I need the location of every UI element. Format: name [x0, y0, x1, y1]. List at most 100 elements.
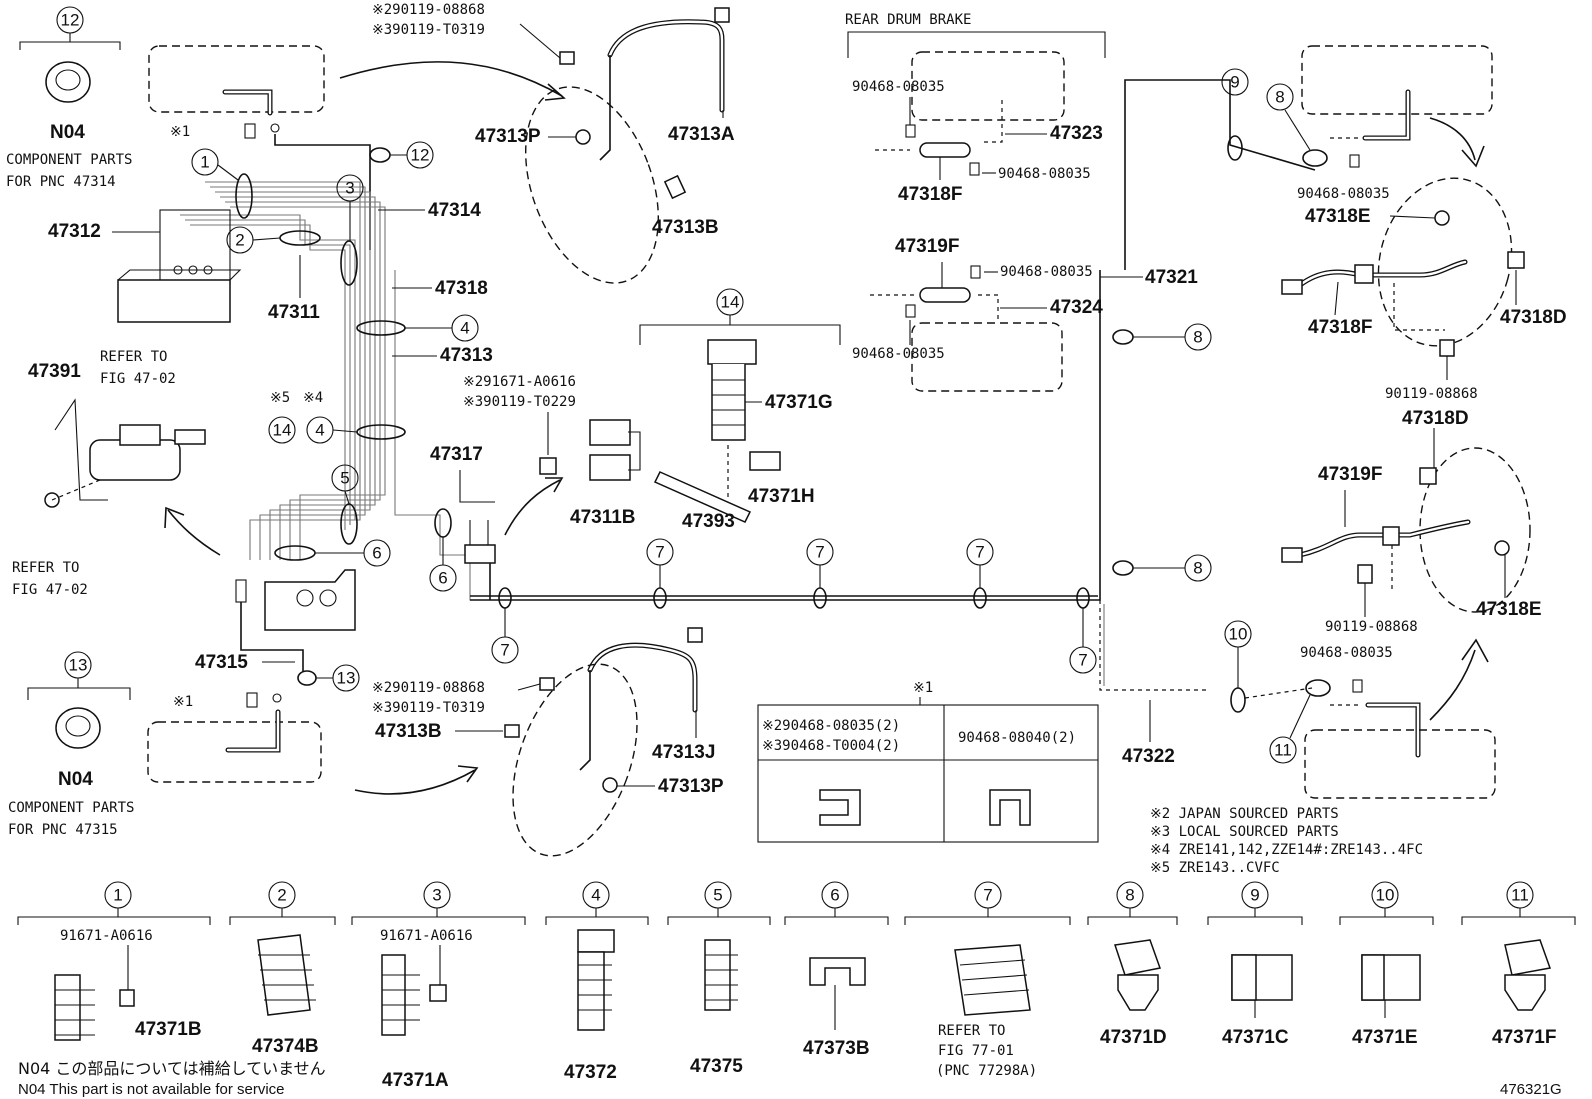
drum-bolt-1: 90468-08035 [852, 79, 945, 95]
callout-11-main: 11 [1274, 741, 1292, 760]
fig-47-02-a: FIG 47-02 [100, 371, 176, 387]
bolt-bottom-1: ※290119-08868 [372, 680, 485, 696]
part-47318: 47318 [435, 278, 488, 299]
notes-block: ※2 JAPAN SOURCED PARTS ※3 LOCAL SOURCED … [1150, 806, 1423, 876]
clip-47371G [707, 339, 757, 441]
part-47313B-b: 47313B [375, 721, 442, 742]
component-parts-bottom: COMPONENT PARTS [8, 800, 134, 816]
callout-7-sub: 7 [983, 886, 992, 905]
drum-bolt-4: 90468-08035 [852, 346, 945, 362]
callout-4-sub: 4 [591, 886, 600, 905]
arrow-top [339, 61, 563, 97]
callout-6-main: 6 [372, 544, 381, 563]
callout-12-main: 12 [411, 146, 430, 165]
note-line-3: ※4 ZRE141,142,ZZE14#:ZRE143..4FC [1150, 842, 1423, 858]
table-col1-line1: ※290468-08035(2) [762, 718, 900, 734]
subpart-7: 7 REFER TO FIG 77-01 (PNC 77298A) [904, 881, 1071, 1079]
part-47373B: 47373B [803, 1038, 870, 1059]
part-47324: 47324 [1050, 297, 1103, 318]
callout-4-variant: 4 [315, 421, 324, 440]
footnote-jp: N04 この部品については補給していません [18, 1059, 326, 1078]
pipe-47319F-drum [919, 287, 971, 303]
clip-47371H [727, 445, 781, 498]
part-47375: 47375 [690, 1056, 743, 1077]
callout-11-sub: 11 [1511, 886, 1529, 905]
footnote-en: N04 This part is not available for servi… [18, 1081, 285, 1098]
part-47314: 47314 [428, 200, 481, 221]
clip-47311B [589, 419, 641, 481]
bolt-bottom-2: ※390119-T0319 [372, 700, 485, 716]
part-47372: 47372 [564, 1062, 617, 1083]
table-col2: 90468-08040(2) [958, 730, 1076, 746]
part-47313: 47313 [440, 345, 493, 366]
part-47318D-a: 47318D [1500, 307, 1567, 328]
dashed-region-top-left [148, 45, 325, 113]
subpart-11: 11 47371F [1461, 881, 1576, 1048]
proportioning-valve [235, 569, 356, 672]
callout-12: 12 [61, 11, 80, 30]
part-47318F-a: 47318F [898, 184, 962, 205]
part-47313J: 47313J [652, 742, 715, 763]
callout-13-main: 13 [337, 669, 356, 688]
callout-2-sub: 2 [277, 886, 286, 905]
part-47317: 47317 [430, 444, 483, 465]
callout-7-d: 7 [975, 543, 984, 562]
part-47371B: 47371B [135, 1019, 202, 1040]
note1-label-b: ※1 [173, 694, 193, 710]
clip14-bolt-2: ※390119-T0229 [463, 394, 576, 410]
part-47323: 47323 [1050, 123, 1103, 144]
front-brake-hose-bottom [504, 627, 703, 857]
note-line-2: ※3 LOCAL SOURCED PARTS [1150, 824, 1339, 840]
callout-7-c: 7 [815, 543, 824, 562]
note5-label: ※5 [270, 390, 290, 406]
part-47371E: 47371E [1352, 1027, 1418, 1048]
subpart-4: 4 47372 [545, 881, 649, 1083]
component-parts-top: COMPONENT PARTS [6, 152, 132, 168]
master-cylinder-block [117, 209, 242, 323]
callout-14-main: 14 [721, 293, 740, 312]
callout-7-b: 7 [655, 543, 664, 562]
fig-77-01: FIG 77-01 [938, 1043, 1014, 1059]
right-bolt-2: 90119-08868 [1385, 386, 1478, 402]
front-brake-hose-top [524, 7, 730, 284]
part-47391: 47391 [28, 361, 81, 382]
note1-label-a: ※1 [170, 124, 190, 140]
part-47311: 47311 [268, 302, 320, 323]
bolt-top-1: ※290119-08868 [372, 2, 485, 18]
sub3-bolt: 91671-A0616 [380, 928, 473, 944]
part-47313P-a: 47313P [475, 126, 541, 147]
part-47371D: 47371D [1100, 1027, 1167, 1048]
part-47313A: 47313A [668, 124, 735, 145]
clips-7-row: 7 7 7 7 7 [491, 538, 1097, 674]
tube-bundle [180, 181, 1100, 601]
pipe-47322 [1099, 600, 1210, 691]
callout-4-main: 4 [460, 319, 469, 338]
callout-6-b: 6 [438, 569, 447, 588]
note4-label: ※4 [303, 390, 323, 406]
callout-9-main: 9 [1230, 73, 1239, 92]
callout-8-c: 8 [1275, 88, 1284, 107]
n04-label-top: N04 [50, 122, 85, 143]
table-title: ※1 [913, 680, 933, 696]
n04-grommet-group-top: 12 N04 COMPONENT PARTS FOR PNC 47314 [6, 6, 132, 190]
pipe-47321 [470, 270, 1101, 601]
callout-7-a: 7 [500, 641, 509, 660]
pnc-77298a: (PNC 77298A) [936, 1063, 1037, 1079]
subpart-8: 8 47371D [1087, 881, 1178, 1048]
callout-6-sub: 6 [830, 886, 839, 905]
refer-to-1: REFER TO [100, 349, 167, 365]
rear-drum-brake-label: REAR DRUM BRAKE [845, 12, 971, 28]
bracket-47393 [653, 471, 752, 523]
refer-to-2: REFER TO [12, 560, 79, 576]
part-47318E-a: 47318E [1305, 206, 1371, 227]
for-pnc-47314: FOR PNC 47314 [6, 174, 116, 190]
callout-7-e: 7 [1078, 651, 1087, 670]
note-line-4: ※5 ZRE143..CVFC [1150, 860, 1280, 876]
connector-47317 [464, 544, 496, 564]
subpart-2: 2 47374B [229, 881, 336, 1057]
callouts-main: 1 2 3 12 4 4 14 ※5 ※4 5 6 6 [191, 141, 479, 592]
callout-2-main: 2 [235, 231, 244, 250]
rear-hose-bottom [1281, 447, 1531, 613]
